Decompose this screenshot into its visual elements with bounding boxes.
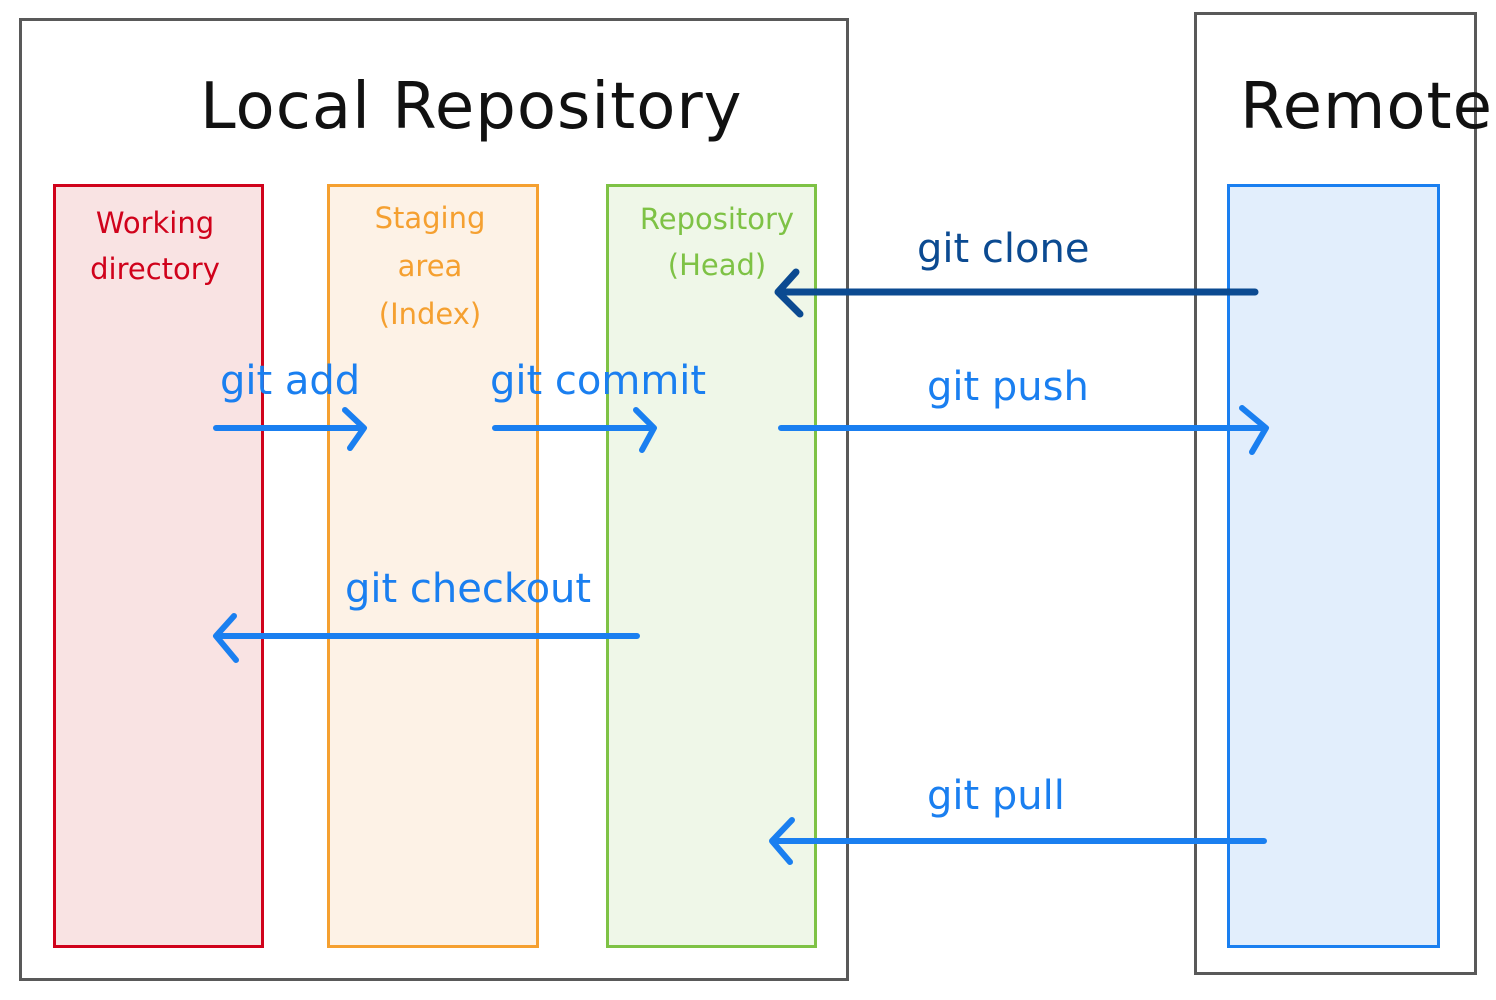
working-label-line2: directory	[90, 252, 220, 286]
git-commit-label: git commit	[490, 358, 707, 404]
git-clone-label: git clone	[917, 226, 1090, 272]
repo-label-line2: (Head)	[667, 248, 767, 282]
git-checkout-arrow	[213, 613, 640, 663]
git-add-label: git add	[220, 358, 361, 404]
working-label-line1: Working	[95, 206, 215, 240]
staging-label-line1: Staging	[374, 201, 486, 235]
working-directory-label: Working directory	[70, 200, 240, 292]
git-commit-arrow	[492, 407, 657, 453]
staging-area-label: Staging area (Index)	[345, 194, 515, 338]
staging-label-line3: (Index)	[378, 297, 482, 331]
git-pull-arrow	[769, 817, 1267, 865]
remote-column	[1227, 184, 1440, 948]
repository-head-label: Repository (Head)	[622, 196, 812, 288]
staging-area-column	[327, 184, 539, 948]
staging-label-line2: area	[397, 249, 463, 283]
remote-title: Remote	[1240, 70, 1493, 144]
git-clone-arrow	[774, 268, 1259, 318]
working-directory-column	[53, 184, 264, 948]
local-repository-title: Local Repository	[200, 70, 743, 144]
git-push-arrow	[778, 405, 1269, 455]
git-checkout-label: git checkout	[345, 566, 592, 612]
repository-head-column	[606, 184, 817, 948]
repo-label-line1: Repository	[639, 202, 795, 236]
git-push-label: git push	[927, 364, 1089, 410]
git-pull-label: git pull	[927, 773, 1065, 819]
git-add-arrow	[213, 407, 367, 451]
